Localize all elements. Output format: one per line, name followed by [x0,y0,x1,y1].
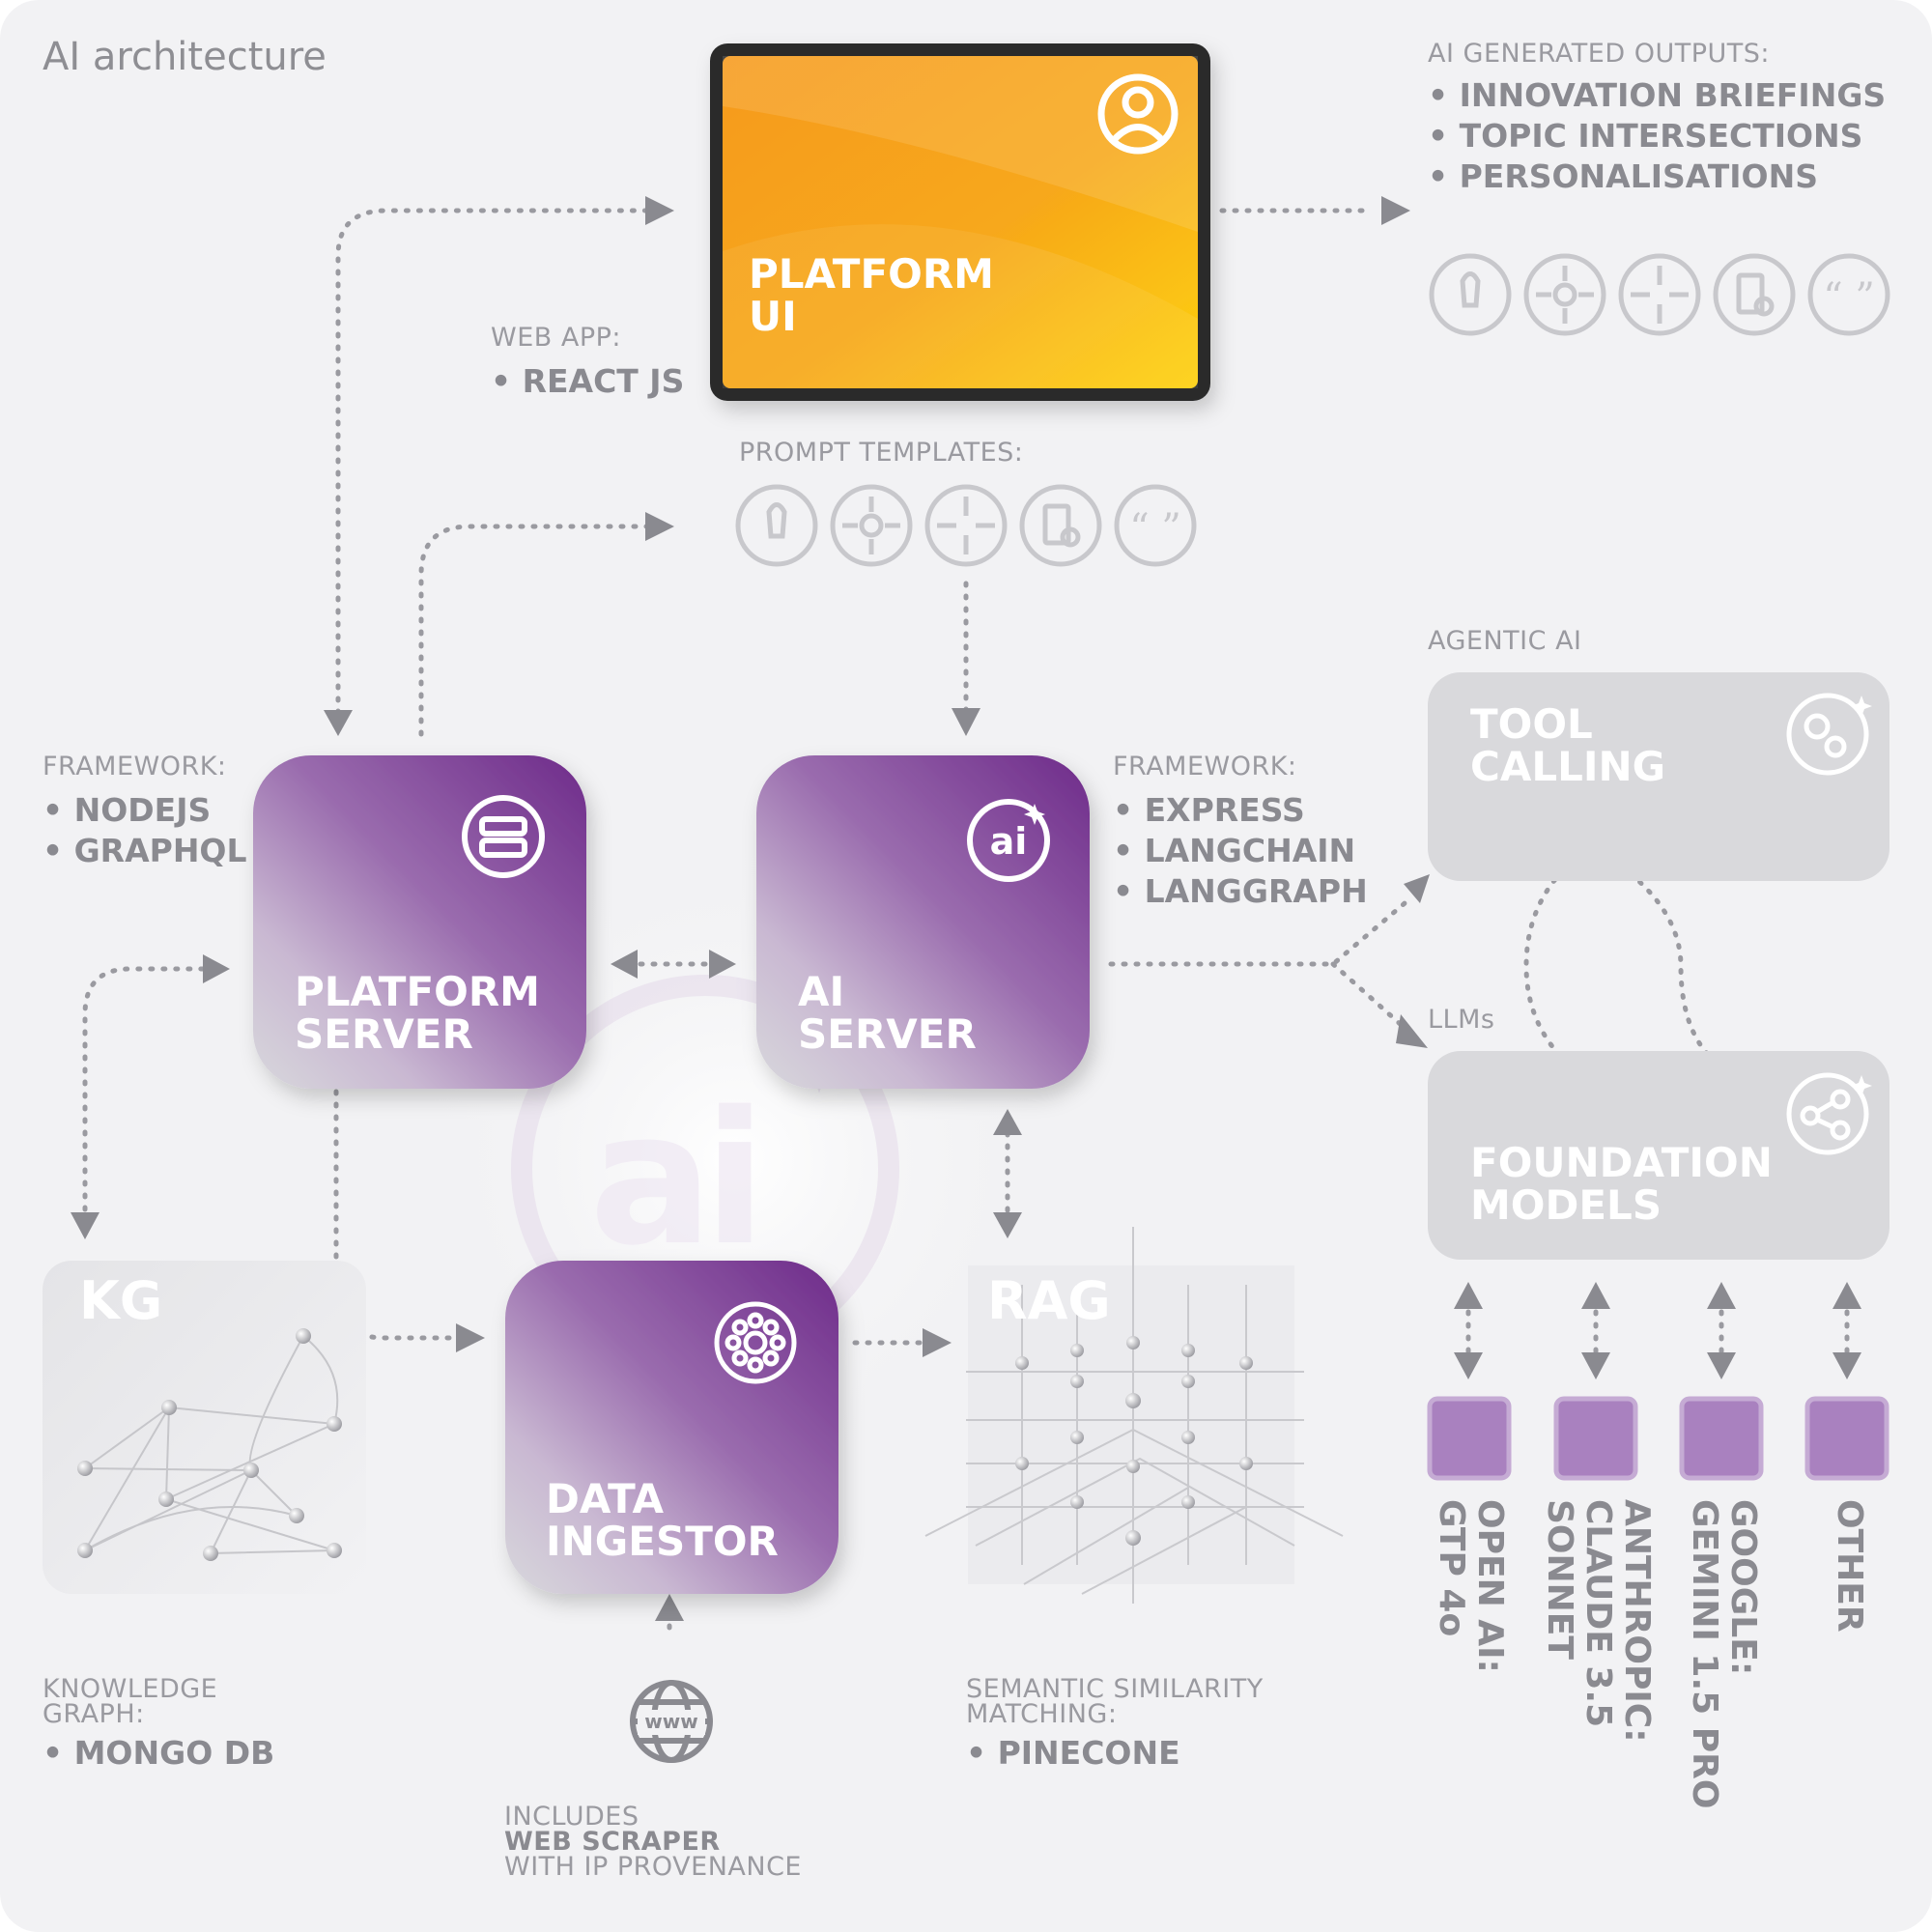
kg-panel [43,1261,366,1594]
kg-label-line2: GRAPH: [43,1699,145,1729]
connector-server-prompt [418,524,660,737]
platform-server-label: PLATFORM SERVER [295,971,540,1056]
foundation-models-line2: MODELS [1470,1181,1662,1229]
output-quote-glyph: “ ” [1823,275,1875,320]
model-anthropic-line3: SONNET [1540,1499,1579,1660]
web-scraper-note: INCLUDES WEB SCRAPER WITH IP PROVENANCE [504,1804,802,1880]
model-label-other: OTHER [1830,1499,1869,1633]
data-ingestor-box [505,1261,838,1594]
kg-list: MONGO DB [43,1733,275,1774]
rag-vector-illustration [924,1227,1344,1604]
network-icon [714,1301,797,1384]
foundation-models-label: FOUNDATION MODELS [1470,1142,1773,1227]
rag-label-line2: MATCHING: [966,1699,1118,1729]
connector-to-tool [1108,895,1413,967]
rag-label-line1: SEMANTIC SIMILARITY [966,1674,1264,1704]
kg-label-line1: KNOWLEDGE [43,1674,218,1704]
rag-list: PINECONE [966,1733,1180,1774]
model-google-line1: GOOGLE: [1723,1499,1763,1676]
platform-server-line2: SERVER [295,1010,473,1058]
ai-server-line2: SERVER [798,1010,977,1058]
tool-calling-line1: TOOL [1470,700,1593,748]
platform-framework-label: FRAMEWORK: [43,752,227,781]
kg-label: KNOWLEDGE GRAPH: [43,1674,218,1729]
platform-server-line1: PLATFORM [295,968,540,1015]
foundation-models-box [1428,1051,1889,1260]
tool-calling-box [1428,672,1889,881]
connector-platform-ui-server [335,208,660,716]
output-icons [1429,253,1890,336]
framework-item: GRAPHQL [43,831,247,871]
outputs-label: AI GENERATED OUTPUTS: [1428,39,1770,69]
kg-item: MONGO DB [43,1733,275,1774]
model-label-openai: OPEN AI: GTP 4o [1432,1499,1510,1673]
framework-item: LANGGRAPH [1113,871,1368,912]
user-icon [1097,73,1179,155]
kg-tag: KG [79,1270,163,1331]
model-squares [1427,1396,1889,1481]
platform-framework-list: NODEJS GRAPHQL [43,790,247,871]
prompt-templates-label: PROMPT TEMPLATES: [739,438,1024,468]
tool-calling-line2: CALLING [1470,743,1666,790]
agentic-ai-label: AGENTIC AI [1428,626,1582,656]
gears-icon [1786,693,1872,776]
outputs-list: INNOVATION BRIEFINGS TOPIC INTERSECTIONS… [1428,75,1887,197]
ai-server-line1: AI [798,968,845,1015]
data-ingestor-line2: INGESTOR [546,1518,779,1565]
prompt-template-icons [735,484,1197,567]
platform-ui-line1: PLATFORM [749,250,994,298]
data-ingestor-line1: DATA [546,1475,665,1522]
output-item: PERSONALISATIONS [1428,156,1886,197]
center-ai-text: ai [589,1072,766,1286]
arrowheads [71,196,1861,1621]
knowledge-graph-illustration [77,1328,342,1561]
model-anthropic-line2: CLAUDE 3.5 [1578,1499,1618,1728]
framework-item: NODEJS [43,790,247,831]
www-text: www [644,1710,698,1733]
share-icon [1786,1072,1872,1155]
ai-server-box [756,755,1090,1089]
page-title: AI architecture [43,35,327,79]
data-ingestor-label: DATA INGESTOR [546,1478,779,1563]
rag-tag: RAG [987,1270,1111,1331]
www-badge [638,1710,705,1735]
rag-item: PINECONE [966,1733,1180,1774]
web-app-label: WEB APP: [491,323,621,353]
model-google-line2: GEMINI 1.5 PRO [1685,1499,1724,1809]
connector-to-llm [1330,961,1408,1032]
ai-icon [967,799,1050,882]
web-app-list: REACT JS [491,361,685,402]
rag-label: SEMANTIC SIMILARITY MATCHING: [966,1674,1264,1729]
web-scraper-line1: INCLUDES [504,1802,639,1832]
web-app-item: REACT JS [491,361,685,402]
platform-ui-label: PLATFORM UI [749,253,994,338]
output-item: TOPIC INTERSECTIONS [1428,116,1886,156]
foundation-models-line1: FOUNDATION [1470,1139,1773,1186]
model-label-anthropic: ANTHROPIC: CLAUDE 3.5 SONNET [1540,1499,1657,1743]
server-icon [462,795,545,878]
tool-calling-label: TOOL CALLING [1470,703,1665,788]
framework-item: EXPRESS [1113,790,1368,831]
model-label-google: GOOGLE: GEMINI 1.5 PRO [1685,1499,1763,1809]
prompt-quote-glyph: “ ” [1129,506,1181,551]
model-other-line1: OTHER [1830,1499,1869,1633]
model-openai-line1: OPEN AI: [1470,1499,1510,1673]
ai-icon-text: ai [990,820,1028,863]
web-scraper-line2: WEB SCRAPER [504,1827,721,1857]
ai-server-label: AI SERVER [798,971,977,1056]
web-scraper-line3: WITH IP PROVENANCE [504,1852,802,1882]
output-item: INNOVATION BRIEFINGS [1428,75,1887,116]
platform-ui-line2: UI [749,293,797,340]
model-openai-line2: GTP 4o [1432,1499,1471,1637]
model-anthropic-line1: ANTHROPIC: [1617,1499,1657,1743]
connector-kg [82,966,206,1225]
ai-framework-label: FRAMEWORK: [1113,752,1297,781]
platform-ui-tablet [710,43,1210,401]
llms-label: LLMs [1428,1005,1495,1035]
framework-item: LANGCHAIN [1113,831,1368,871]
ai-framework-list: EXPRESS LANGCHAIN LANGGRAPH [1113,790,1368,912]
